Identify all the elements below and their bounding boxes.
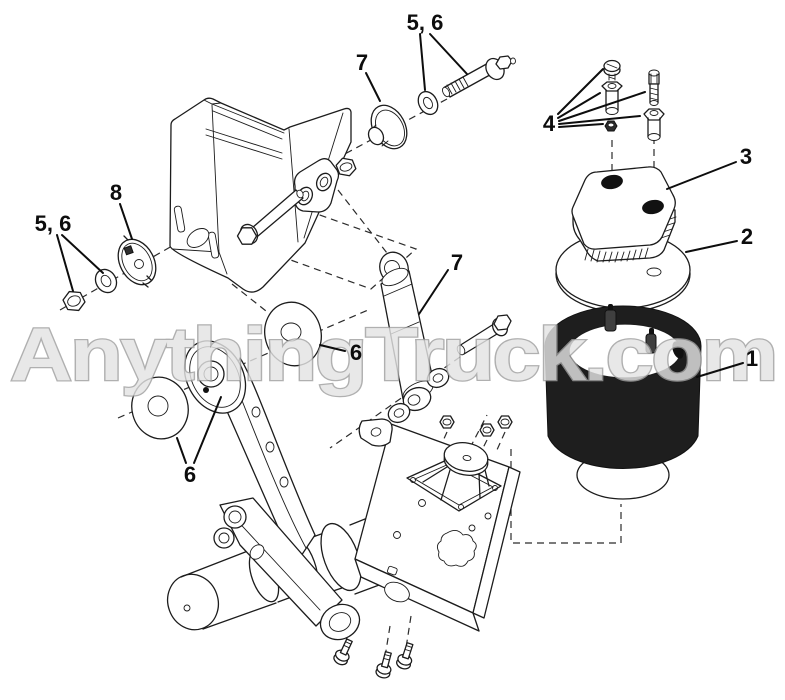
callout-6-low: 6 xyxy=(176,396,222,487)
mounting-stud-right xyxy=(645,328,657,354)
callout-1: 1 xyxy=(696,346,758,378)
frame-bolts xyxy=(333,638,414,679)
trailing-arm xyxy=(183,301,361,641)
callout-label: 6 xyxy=(350,340,362,365)
callout-4: 4 xyxy=(543,68,646,136)
arm-front-bushing xyxy=(183,340,247,414)
callout-label: 7 xyxy=(356,50,368,75)
callouts: 5, 6 7 4 3 2 1 8 5, 6 xyxy=(35,10,758,487)
callout-label: 7 xyxy=(451,250,463,275)
cap-bolt xyxy=(648,69,660,106)
callout-label: 2 xyxy=(741,224,753,249)
callout-7-top: 7 xyxy=(356,50,381,102)
bracket-bolt xyxy=(236,189,304,245)
callout-3: 3 xyxy=(666,144,752,190)
flat-washer xyxy=(94,268,118,294)
bracket-nut xyxy=(335,157,357,177)
mounting-nuts xyxy=(439,415,513,437)
shock-mount-lug xyxy=(358,418,393,447)
shock-bolt xyxy=(456,314,512,356)
callout-7-shock: 7 xyxy=(418,250,463,315)
arm-rear-bushing-eye xyxy=(319,603,361,641)
mounting-stud-left xyxy=(604,304,617,332)
shock-absorber xyxy=(379,251,435,412)
watermark-text: AnythingTruck.com xyxy=(10,312,776,396)
spacer-sleeve-left xyxy=(601,81,623,115)
shock-hardware xyxy=(358,314,512,447)
upper-mount-bracket xyxy=(169,97,357,293)
left-hardware-group xyxy=(62,235,157,312)
hardware-group-4 xyxy=(601,59,665,141)
air-spring xyxy=(544,304,702,500)
callout-label: 1 xyxy=(746,346,758,371)
callout-6-mid: 6 xyxy=(319,340,362,365)
callout-label: 8 xyxy=(110,180,122,205)
callout-8: 8 xyxy=(110,180,133,240)
hex-bolt xyxy=(442,55,516,98)
frame-rail xyxy=(354,423,521,632)
shock-washer-upper xyxy=(426,367,450,389)
hex-nut xyxy=(62,290,86,312)
callout-label: 5, 6 xyxy=(407,10,444,35)
small-nut xyxy=(604,120,618,132)
callout-label: 3 xyxy=(740,144,752,169)
cup-bushing xyxy=(367,104,408,150)
callout-label: 6 xyxy=(184,462,196,487)
spacer-block xyxy=(571,166,677,263)
callout-5-6-top: 5, 6 xyxy=(407,10,468,91)
cam-washer xyxy=(117,235,157,288)
washer-large-lower xyxy=(131,376,189,440)
spacer-sleeve-right xyxy=(643,108,665,141)
top-bolt-group xyxy=(367,55,516,150)
shock-clevis xyxy=(293,158,340,213)
small-washer xyxy=(417,90,439,116)
callout-label: 5, 6 xyxy=(35,211,72,236)
callout-5-6-left: 5, 6 xyxy=(35,211,104,292)
callout-label: 4 xyxy=(543,111,556,136)
plug-screw xyxy=(603,59,621,81)
lower-air-spring-mount xyxy=(406,442,502,512)
callout-2: 2 xyxy=(685,224,753,253)
shock-washer-lower xyxy=(387,402,411,424)
